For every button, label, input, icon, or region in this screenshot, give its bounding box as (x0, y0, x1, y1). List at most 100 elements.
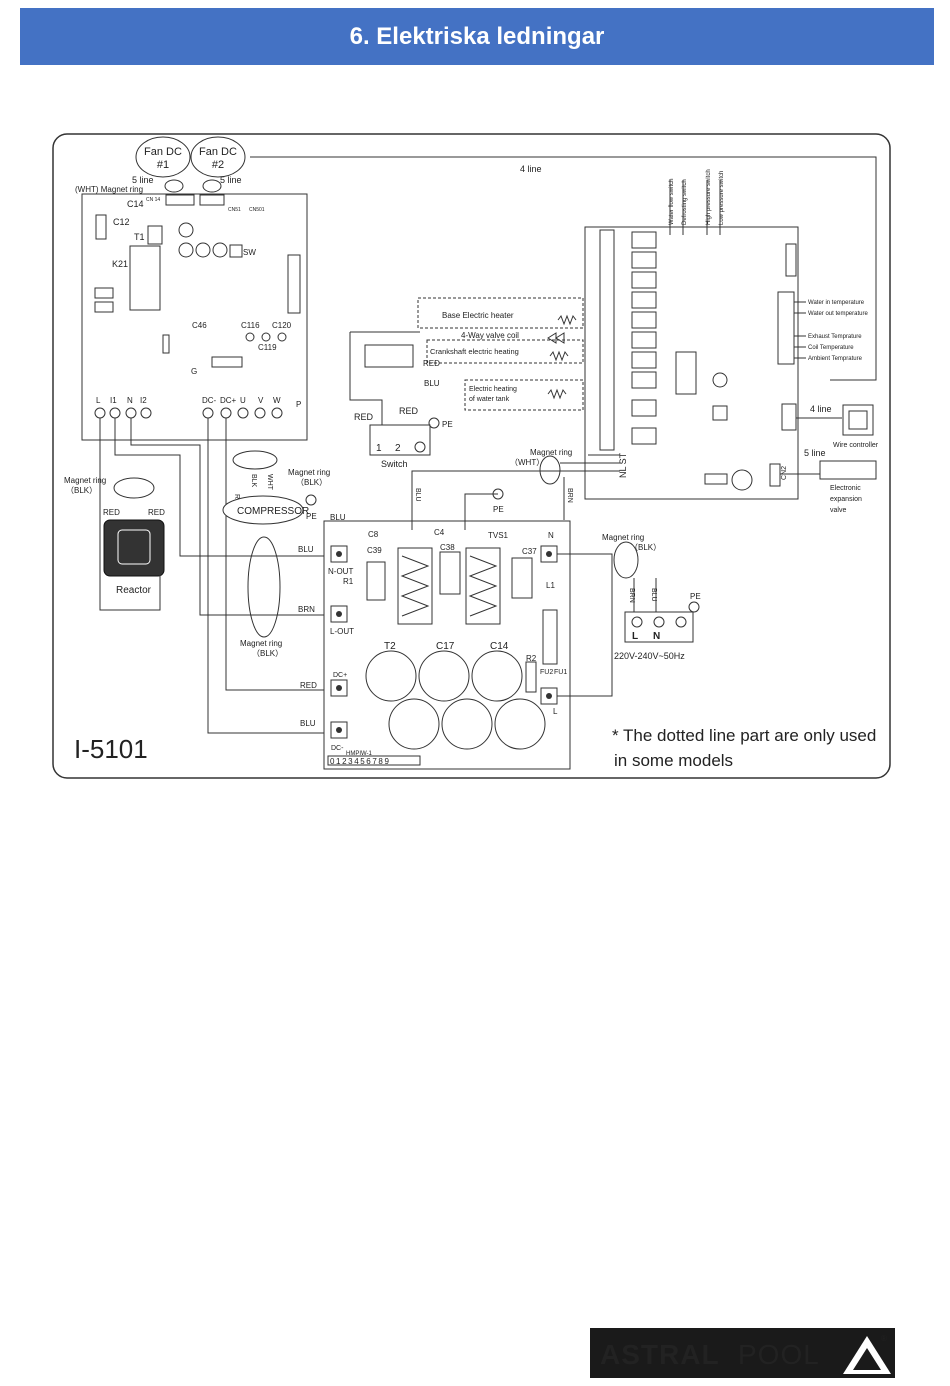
relay-10 (631, 427, 657, 445)
relay-8 (631, 371, 657, 389)
board-connector-b (94, 301, 114, 313)
relay-5 (631, 311, 657, 329)
reactor-wire (99, 440, 161, 611)
cap-c116 (245, 332, 255, 342)
note-line-2: in some models (614, 751, 733, 770)
supply-wire-n (557, 553, 613, 697)
cn2-label: CN2 (781, 466, 788, 480)
pe-switch-label: PE (442, 420, 453, 429)
exp-valve-label-1: Electronic (830, 485, 861, 492)
coil-left-wave (400, 555, 430, 617)
water-tank-label-1: Electric heating (469, 386, 517, 393)
switch-label: Switch (381, 459, 408, 469)
base-heater-label: Base Electric heater (442, 311, 514, 320)
cn501-label: CN501 (249, 207, 265, 213)
g-label: G (191, 367, 197, 376)
cap-t2 (365, 650, 417, 702)
connector-cn2 (769, 463, 781, 487)
filter-label-dcp: DC+ (333, 672, 347, 679)
pe-switch-symbol (428, 417, 440, 429)
cap-c120 (277, 332, 287, 342)
supply-leads (633, 578, 657, 612)
diagram-frame (52, 133, 891, 779)
blu-filter-top: BLU (330, 513, 346, 522)
dotted-box-top (417, 297, 584, 329)
sensor-leads (669, 180, 721, 235)
nl-st-leads (588, 454, 620, 472)
fan1-ellipse (135, 136, 191, 178)
term-l-filter-screw (546, 693, 552, 699)
reactor-label: Reactor (116, 585, 152, 596)
temp-leads (794, 301, 806, 359)
t1-part (147, 225, 163, 245)
magnet-wht-label-1: Magnet ring (530, 448, 572, 457)
cap-bottom-1 (388, 698, 440, 750)
fan1-label-bottom: #1 (157, 159, 169, 171)
sw-part (229, 244, 243, 258)
four-way-label: 4-Way valve coil (461, 331, 519, 340)
ic-a (162, 334, 170, 354)
control-board (584, 226, 799, 500)
brn-lout-wire: BRN (298, 605, 315, 614)
fan2-label-top: Fan DC (199, 146, 237, 158)
magnet-ring-supply (613, 541, 639, 579)
relay-6 (631, 331, 657, 349)
valve-symbol (547, 332, 565, 344)
switch-term-2: 2 (395, 443, 401, 454)
magnet-large-label-2: （BLK） (252, 649, 283, 658)
c46-label: C46 (192, 321, 207, 330)
term-dcp-label: DC+ (220, 396, 237, 405)
coil-right-wave (468, 555, 498, 617)
wire-l (99, 418, 330, 557)
c116-label: C116 (241, 321, 260, 330)
exp-valve (819, 460, 877, 480)
sw-label: SW (243, 248, 256, 257)
magnet-ring-fan2 (202, 179, 222, 193)
filter-label-c38: C38 (440, 543, 455, 552)
crankshaft-label: Crankshaft electric heating (430, 347, 519, 356)
filter-label-tvs1: TVS1 (488, 531, 509, 540)
sensor-high-pressure: High pressure switch (706, 169, 712, 225)
logo-registered: ® (881, 1334, 887, 1343)
term-dcp-filter (330, 679, 348, 697)
comp-wht-label: WHT (266, 474, 273, 491)
terminal-u (237, 407, 249, 419)
magnet-ring-reactor (113, 477, 155, 499)
filter-label-fu1: FU1 (554, 669, 567, 676)
pe-comp-label: PE (306, 512, 317, 521)
filter-label-r2: R2 (526, 654, 537, 663)
cap-c17 (418, 650, 470, 702)
wht-magnet-label: (WHT) Magnet ring (75, 185, 143, 194)
supply-screw-l (631, 616, 643, 628)
temp-water-out: Water out temperature (808, 311, 868, 317)
fan2-ellipse (190, 136, 246, 178)
magnet-ring-large (247, 536, 281, 638)
term-u-label: U (240, 396, 246, 405)
temp-coil: Coil Temperature (808, 345, 854, 351)
magnet-ring-fan1 (164, 179, 184, 193)
magnet-comp-label-1: Magnet ring (288, 468, 330, 477)
magnet-left-label-2: （BLK） (66, 486, 97, 495)
vertical-connector (287, 254, 301, 314)
dotted-box-tank (464, 379, 584, 411)
fan1-label-top: Fan DC (144, 146, 182, 158)
sensor-water-flow: Water flow switch (669, 179, 675, 225)
term-lout-screw (336, 611, 342, 617)
term-dcp-filter-screw (336, 685, 342, 691)
filter-label-r1: R1 (343, 577, 354, 586)
switch-blu-label: BLU (424, 379, 440, 388)
magnet-large-label-1: Magnet ring (240, 639, 282, 648)
component-round-b (731, 469, 753, 491)
filter-label-fu2: FU2 (540, 669, 553, 676)
digit-strip-label: 0123456789 (330, 757, 391, 766)
switch-red-label-2: RED (399, 406, 419, 416)
five-line-label-1: 5 line (132, 175, 154, 185)
filter-board (323, 520, 571, 770)
pe-center-label: PE (493, 505, 504, 514)
term-i2-label: I2 (140, 396, 147, 405)
model-code: I-5101 (74, 734, 148, 764)
magnet-wht-label-2: （WHT） (510, 458, 544, 467)
fuse-holder (542, 609, 558, 665)
terminal-v (254, 407, 266, 419)
